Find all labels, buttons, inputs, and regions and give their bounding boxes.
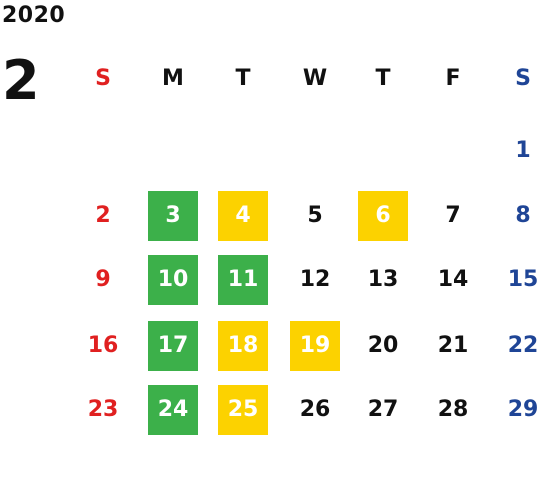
calendar-day-8: 8 <box>515 203 531 228</box>
calendar-day-24: 24 <box>148 385 198 435</box>
calendar-day-5: 5 <box>307 203 323 228</box>
calendar-day-21: 21 <box>437 333 469 358</box>
calendar-day-23: 23 <box>87 397 119 422</box>
calendar-day-14: 14 <box>437 267 469 292</box>
weekday-mon: M <box>162 66 184 91</box>
calendar-day-18: 18 <box>218 321 268 371</box>
calendar-day-19: 19 <box>290 321 340 371</box>
calendar-day-27: 27 <box>367 397 399 422</box>
weekday-wed: W <box>302 66 328 91</box>
calendar-day-9: 9 <box>95 267 111 292</box>
calendar-day-15: 15 <box>507 267 539 292</box>
calendar-day-16: 16 <box>87 333 119 358</box>
calendar-day-10: 10 <box>148 255 198 305</box>
calendar-day-25: 25 <box>218 385 268 435</box>
calendar-day-3: 3 <box>148 191 198 241</box>
calendar-day-6: 6 <box>358 191 408 241</box>
weekday-sun: S <box>95 66 111 91</box>
calendar-day-26: 26 <box>299 397 331 422</box>
month-label: 2 <box>2 49 40 112</box>
weekday-sat: S <box>515 66 531 91</box>
calendar-day-4: 4 <box>218 191 268 241</box>
calendar-day-28: 28 <box>437 397 469 422</box>
weekday-fri: F <box>445 66 461 91</box>
calendar-day-12: 12 <box>299 267 331 292</box>
calendar-day-22: 22 <box>507 333 539 358</box>
calendar-day-1: 1 <box>515 138 531 163</box>
calendar-day-13: 13 <box>367 267 399 292</box>
weekday-thu: T <box>375 66 391 91</box>
calendar-day-11: 11 <box>218 255 268 305</box>
calendar-day-17: 17 <box>148 321 198 371</box>
calendar-day-29: 29 <box>507 397 539 422</box>
calendar-day-20: 20 <box>367 333 399 358</box>
weekday-tue: T <box>235 66 251 91</box>
calendar-day-2: 2 <box>95 203 111 228</box>
calendar-day-7: 7 <box>445 203 461 228</box>
year-label: 2020 <box>2 3 66 28</box>
